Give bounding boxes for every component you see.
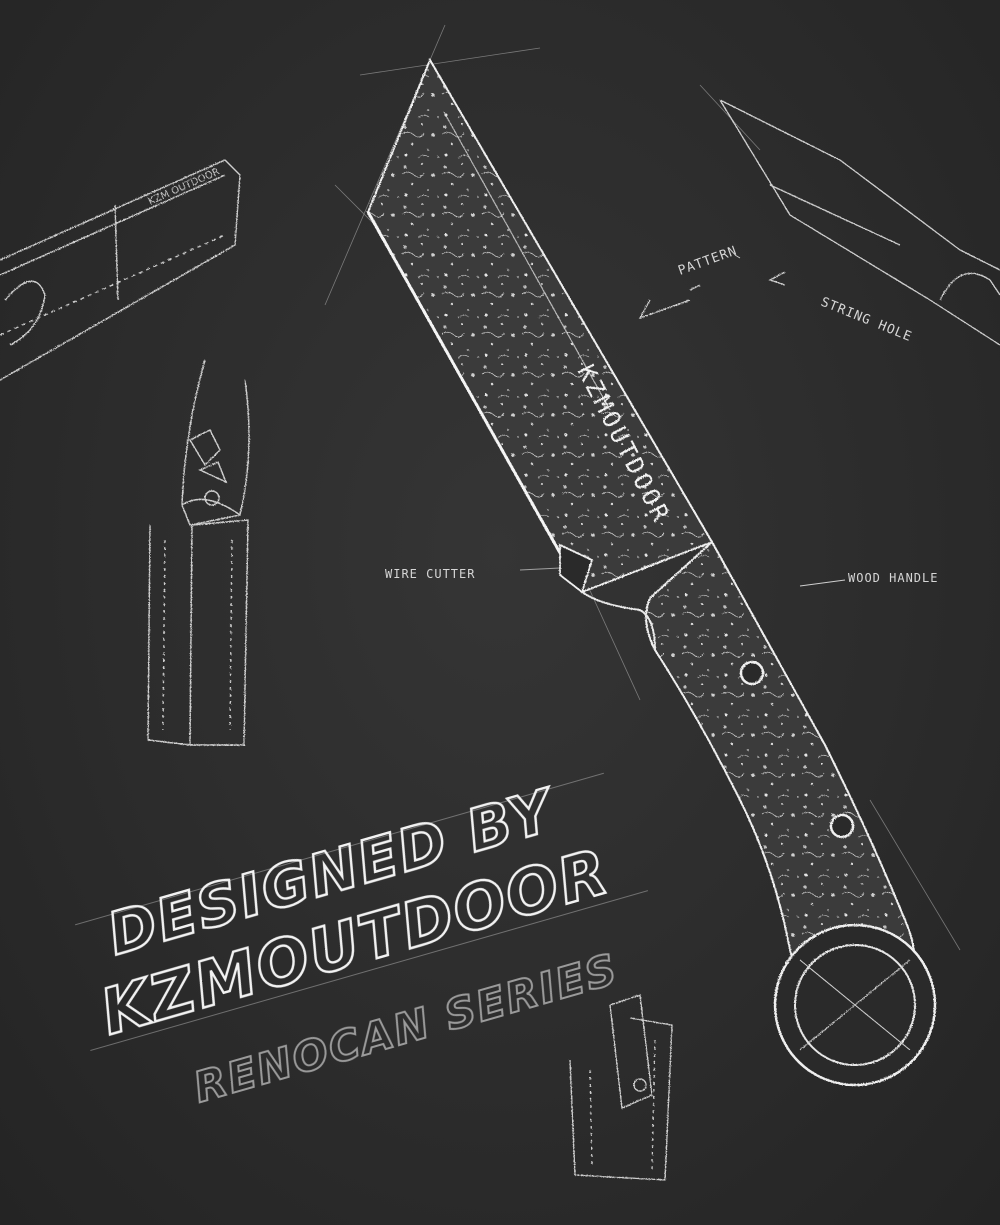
callout-wire-cutter: WIRE CUTTER bbox=[385, 567, 475, 581]
knife-sketch-top-right bbox=[638, 99, 1000, 346]
callout-string-hole: STRING HOLE bbox=[819, 295, 915, 345]
handle-pin-hole bbox=[829, 813, 855, 839]
sheath-sketch-left: KZM OUTDOOR bbox=[0, 159, 241, 381]
headline-group: DESIGNED BY KZMOUTDOOR RENOCAN SERIES bbox=[75, 772, 649, 1113]
sheath-sketch-bottom bbox=[569, 994, 673, 1181]
wire-cutter-notch bbox=[559, 543, 594, 594]
handle-pin-hole bbox=[739, 660, 765, 686]
main-knife: KZMOUTDOOR bbox=[366, 57, 937, 1087]
blade-edge-bevel bbox=[366, 211, 584, 593]
callout-pattern: PATTERN bbox=[676, 244, 739, 279]
callout-wood-handle: WOOD HANDLE bbox=[848, 571, 938, 585]
sheath-sketch-vertical bbox=[147, 359, 250, 746]
svg-text:KZM OUTDOOR: KZM OUTDOOR bbox=[147, 166, 222, 207]
